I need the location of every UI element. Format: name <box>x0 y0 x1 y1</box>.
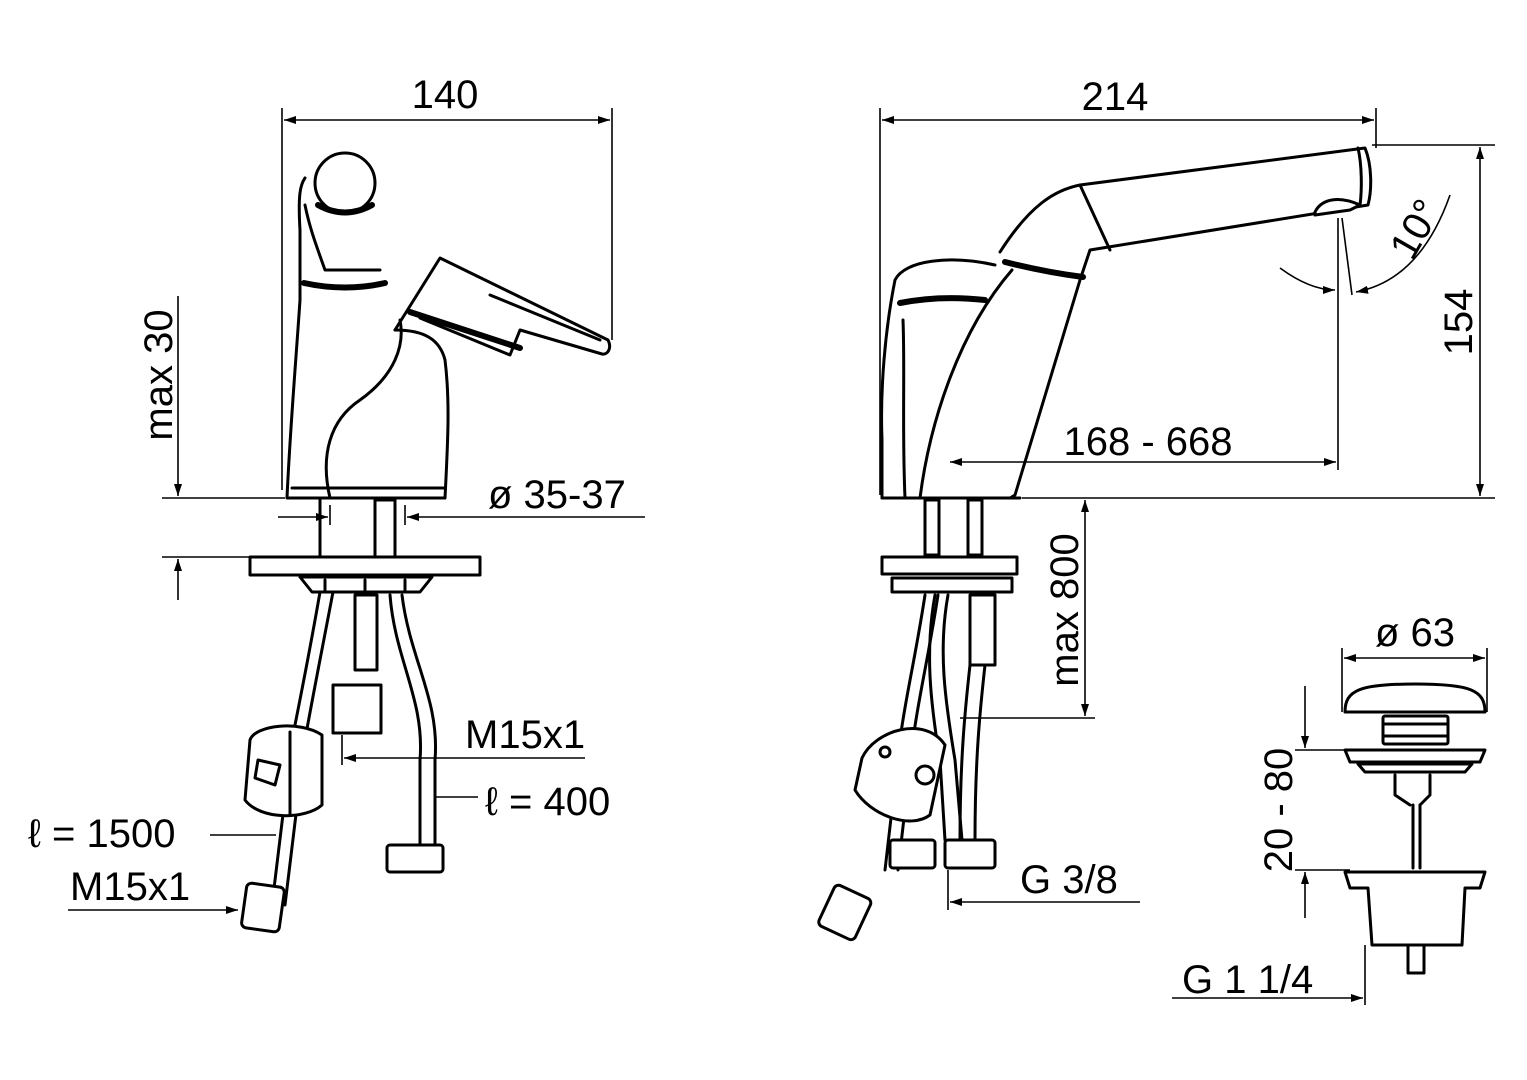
front-lever-knob <box>313 151 377 215</box>
side-hose-end <box>817 883 873 942</box>
side-spout <box>998 146 1373 500</box>
drain-cap <box>1343 682 1487 714</box>
side-hose-nut-2 <box>943 838 997 870</box>
side-reach-label: 168 - 668 <box>1063 420 1232 464</box>
side-thread-label: G 3/8 <box>1020 858 1118 902</box>
front-trim-band <box>301 280 388 291</box>
front-width-label: 140 <box>412 73 479 117</box>
drain-thread-label: G 1 1/4 <box>1182 958 1313 1002</box>
front-view: 140 max 30 ø 35-37 M15x1 ℓ = 400 ℓ = 150… <box>28 73 645 934</box>
drain-body <box>1343 870 1487 947</box>
drain-flange <box>1343 748 1487 764</box>
side-trim-band <box>897 295 988 306</box>
front-long-hose-label: ℓ = 1500 <box>28 812 176 856</box>
side-aerator <box>1313 198 1362 217</box>
side-length-label: 214 <box>1082 75 1149 119</box>
drain-view: ø 63 20 - 80 G 1 1/4 <box>1172 611 1488 1005</box>
front-short-hose <box>388 593 438 847</box>
side-angle-label: 10° <box>1382 192 1450 266</box>
front-shank <box>373 498 397 562</box>
front-connector-label: M15x1 <box>465 713 585 757</box>
side-view: 214 154 168 - 668 10° max 800 G 3/8 <box>817 75 1495 942</box>
side-height-label: 154 <box>1437 289 1481 356</box>
front-mounting-plate <box>248 555 482 577</box>
front-hose-nut <box>385 843 445 874</box>
side-hose-nut-1 <box>888 838 937 870</box>
side-faucet-body <box>880 258 997 500</box>
drain-diameter-label: ø 63 <box>1375 611 1455 655</box>
front-lever-handle <box>393 256 612 357</box>
front-hose-end <box>240 881 286 934</box>
side-mounting-plate <box>880 555 1019 576</box>
drain-height-label: 20 - 80 <box>1257 748 1301 873</box>
side-hose-filter <box>853 727 947 823</box>
front-connector-block <box>331 683 383 735</box>
front-short-hose-label: ℓ = 400 <box>485 780 610 824</box>
front-height-label: max 30 <box>137 309 181 440</box>
side-hose-length-label: max 800 <box>1043 533 1087 686</box>
front-hose-end-label: M15x1 <box>70 865 190 909</box>
front-hose-filter <box>243 724 324 818</box>
front-hole-label: ø 35-37 <box>488 473 626 517</box>
front-faucet-body <box>285 176 450 500</box>
